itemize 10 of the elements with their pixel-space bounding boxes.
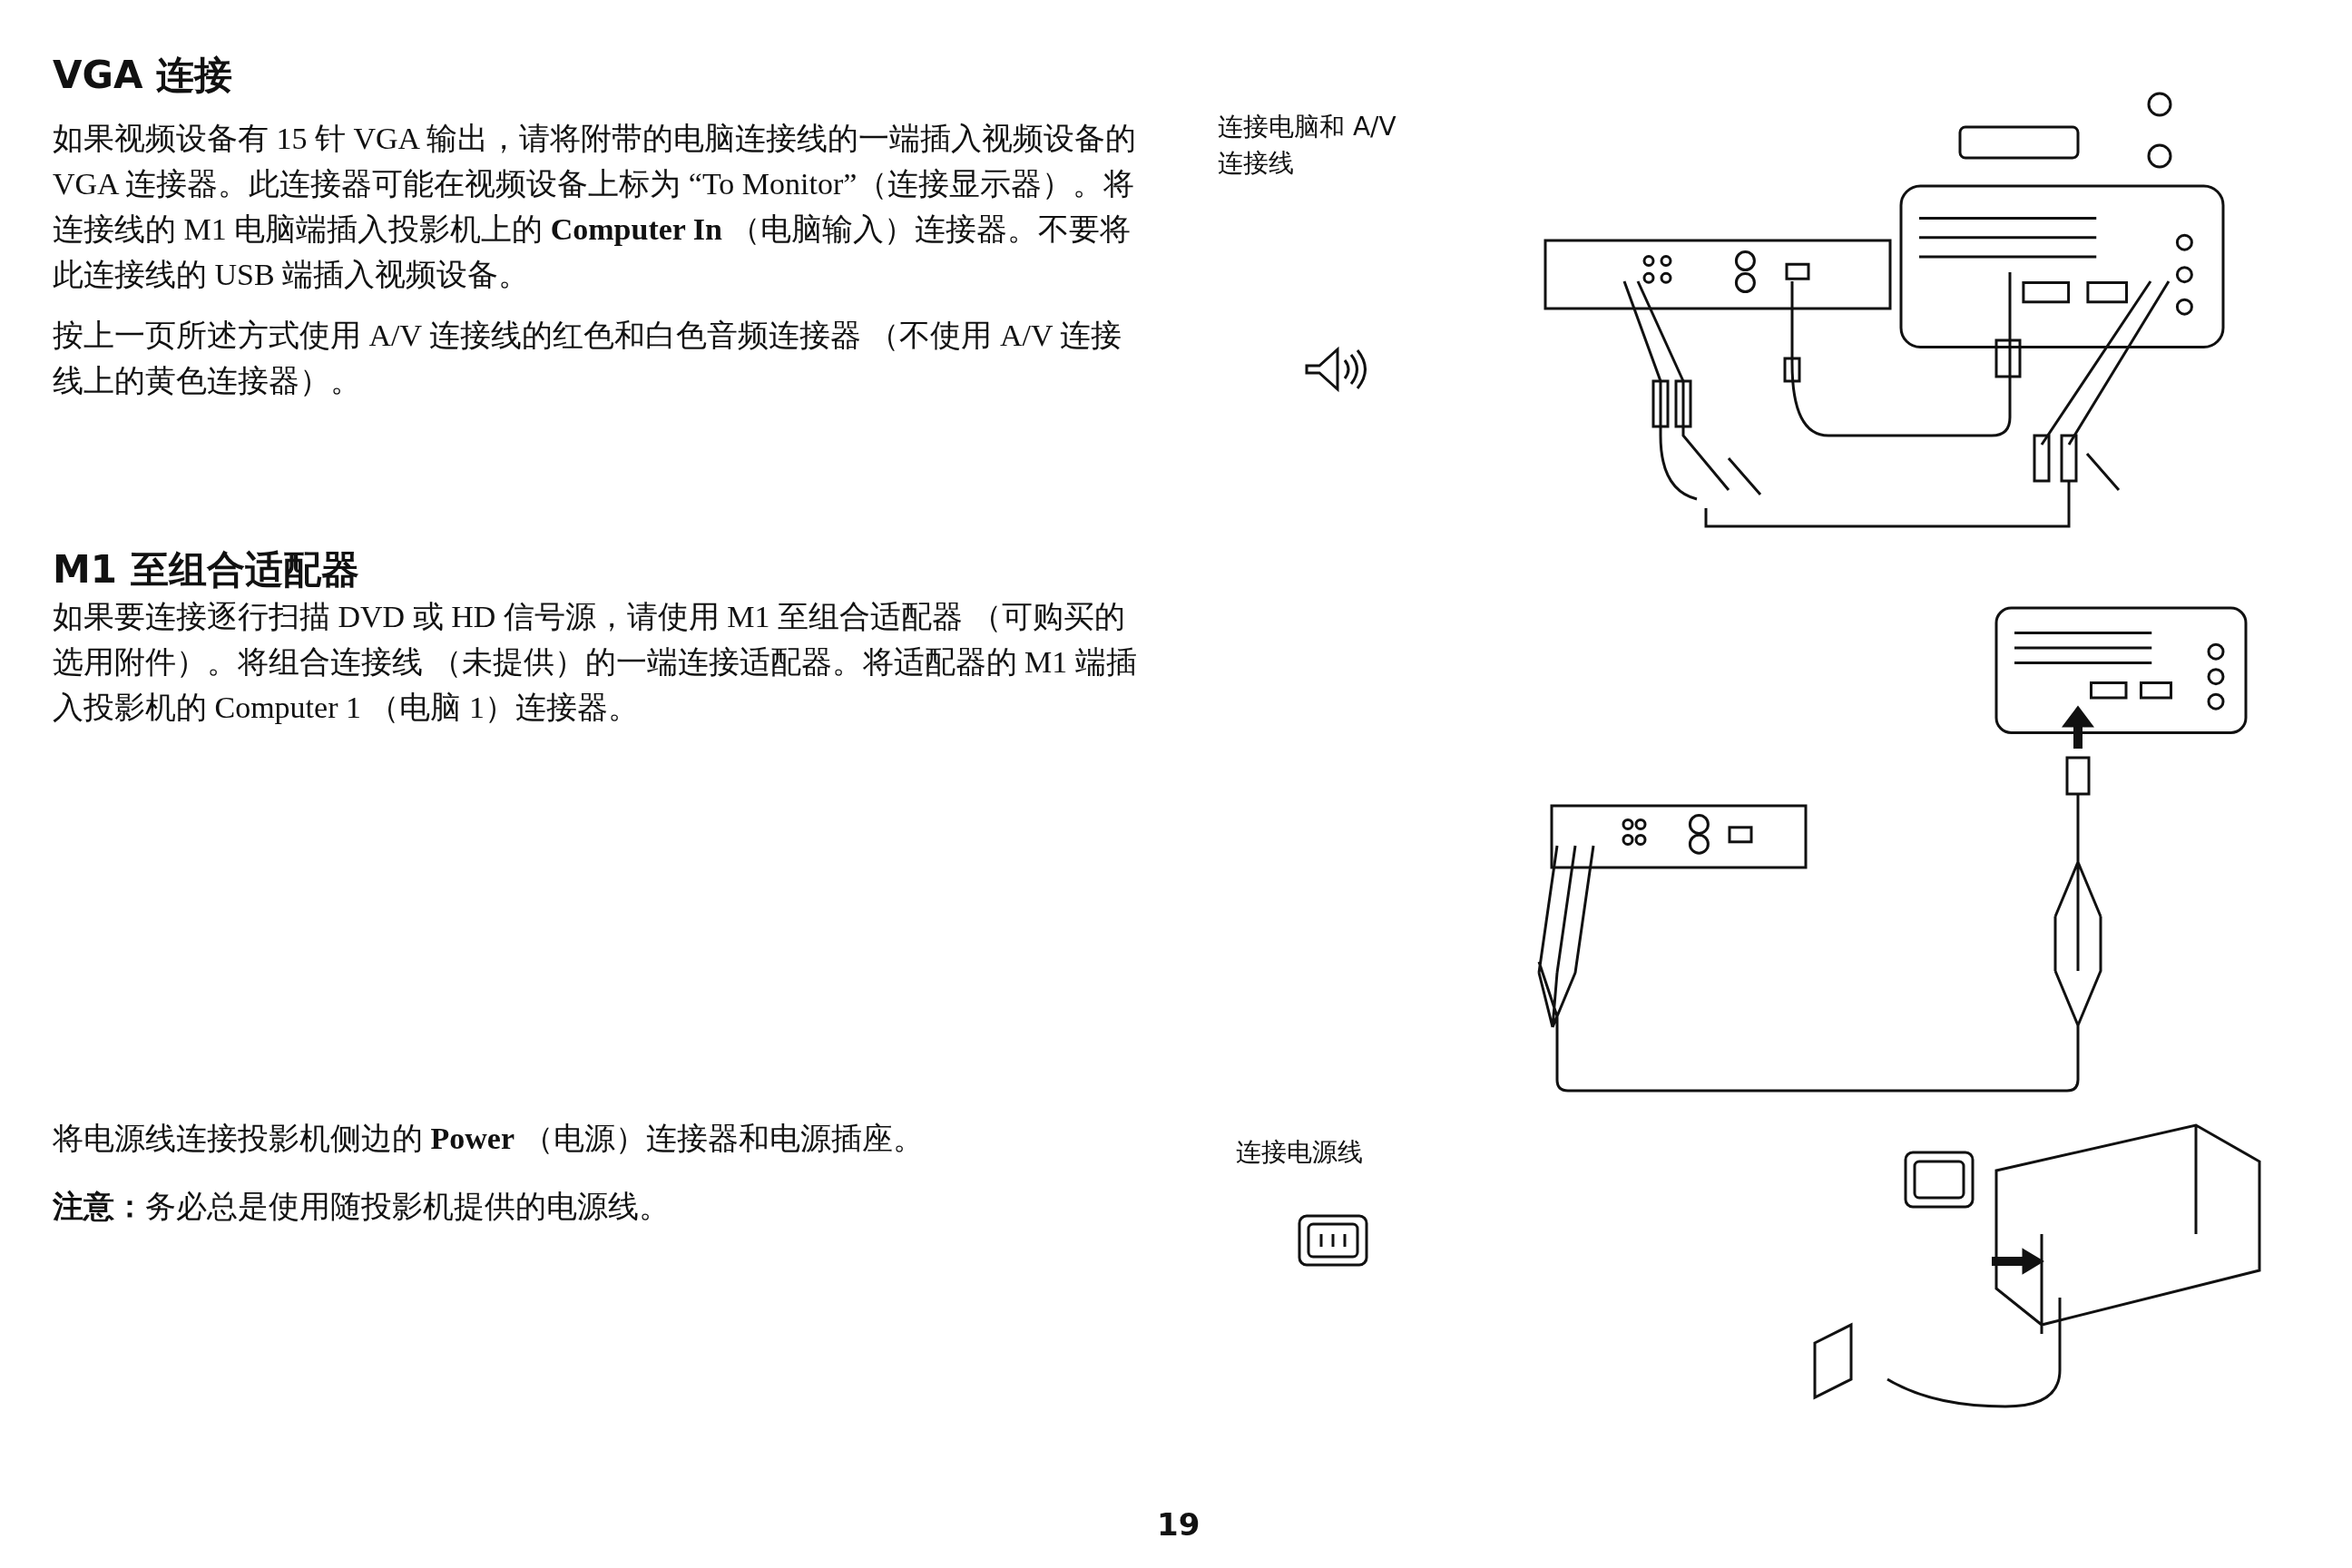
margin-caption: 连接电脑和 A/V 连接线 bbox=[1218, 111, 1397, 180]
note-text: 注意：务必总是使用随投影机提供的电源线。 bbox=[53, 1189, 671, 1225]
paragraph: 如果视频设备有 15 针 VGA 输出，请将附带的电脑连接线的一端插入视频设备的 VGA 连接器。此连接器可能在视频设备上标为 “To Monitor”（连接显示器）。将连接线的 M1 电脑端插入投影机上的 Computer In （电脑输入）连接器。不要将此连接线的 USB 端插入视频设备。 bbox=[53, 121, 1137, 293]
section-heading: VGA 连接 bbox=[53, 52, 233, 99]
paragraph: 如果要连接逐行扫描 DVD 或 HD 信号源，请使用 M1 至组合适配器 （可购买的选用附件）。将组合连接线 （未提供）的一端连接适配器。将适配器的 M1 端插入投影机的 Computer 1 （电脑 1）连接器。 bbox=[53, 599, 1138, 726]
page-number: 19 bbox=[1157, 1506, 1200, 1543]
paragraph: 按上一页所述方式使用 A/V 连接线的红色和白色音频连接器 （不使用 A/V 连接线上的黄色连接器）。 bbox=[53, 318, 1123, 399]
paragraph: 将电源线连接投影机侧边的 Power （电源）连接器和电源插座。 bbox=[53, 1121, 925, 1157]
margin-caption: 连接电源线 bbox=[1236, 1136, 1364, 1169]
section-heading: M1 至组合适配器 bbox=[53, 546, 359, 593]
